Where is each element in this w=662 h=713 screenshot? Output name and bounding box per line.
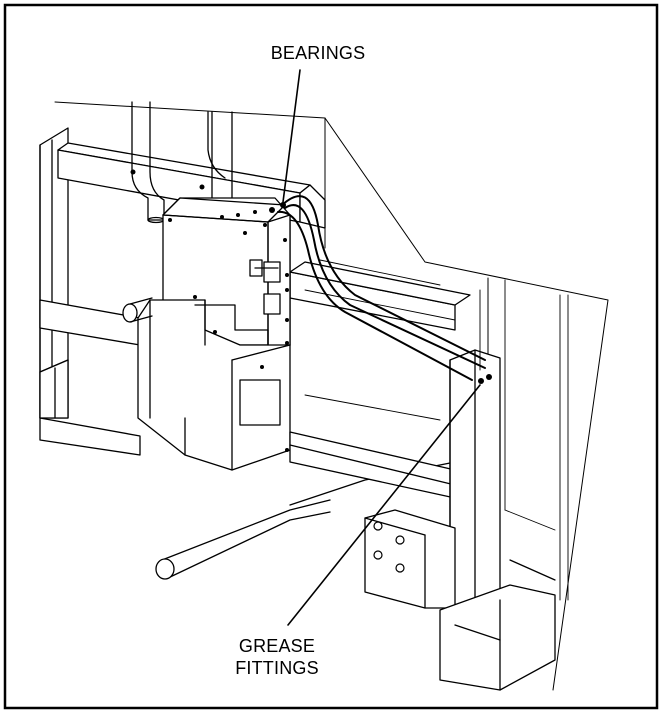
grease-fittings-callout-line2: FITTINGS xyxy=(235,658,319,678)
grease-fittings-leader xyxy=(287,384,481,626)
lower-housing xyxy=(137,299,291,471)
diagonal-bar xyxy=(155,461,456,580)
grease-fitting-dots xyxy=(478,374,492,384)
bearing-fitting-dots xyxy=(269,202,286,213)
cables xyxy=(277,195,486,381)
leader-lines xyxy=(282,69,481,626)
bearings-callout: BEARINGS xyxy=(270,43,366,63)
left-frame-post xyxy=(39,127,69,419)
plate-bolts xyxy=(373,521,405,573)
figure-border xyxy=(3,3,659,710)
grease-fittings-callout-line1: GREASE xyxy=(238,636,316,656)
mounting-plate xyxy=(364,509,456,609)
bolt-heads xyxy=(130,169,289,452)
bearing-housing xyxy=(162,197,291,353)
base-channel xyxy=(439,559,556,691)
left-shaft xyxy=(122,297,153,323)
bearings-leader xyxy=(282,69,301,203)
